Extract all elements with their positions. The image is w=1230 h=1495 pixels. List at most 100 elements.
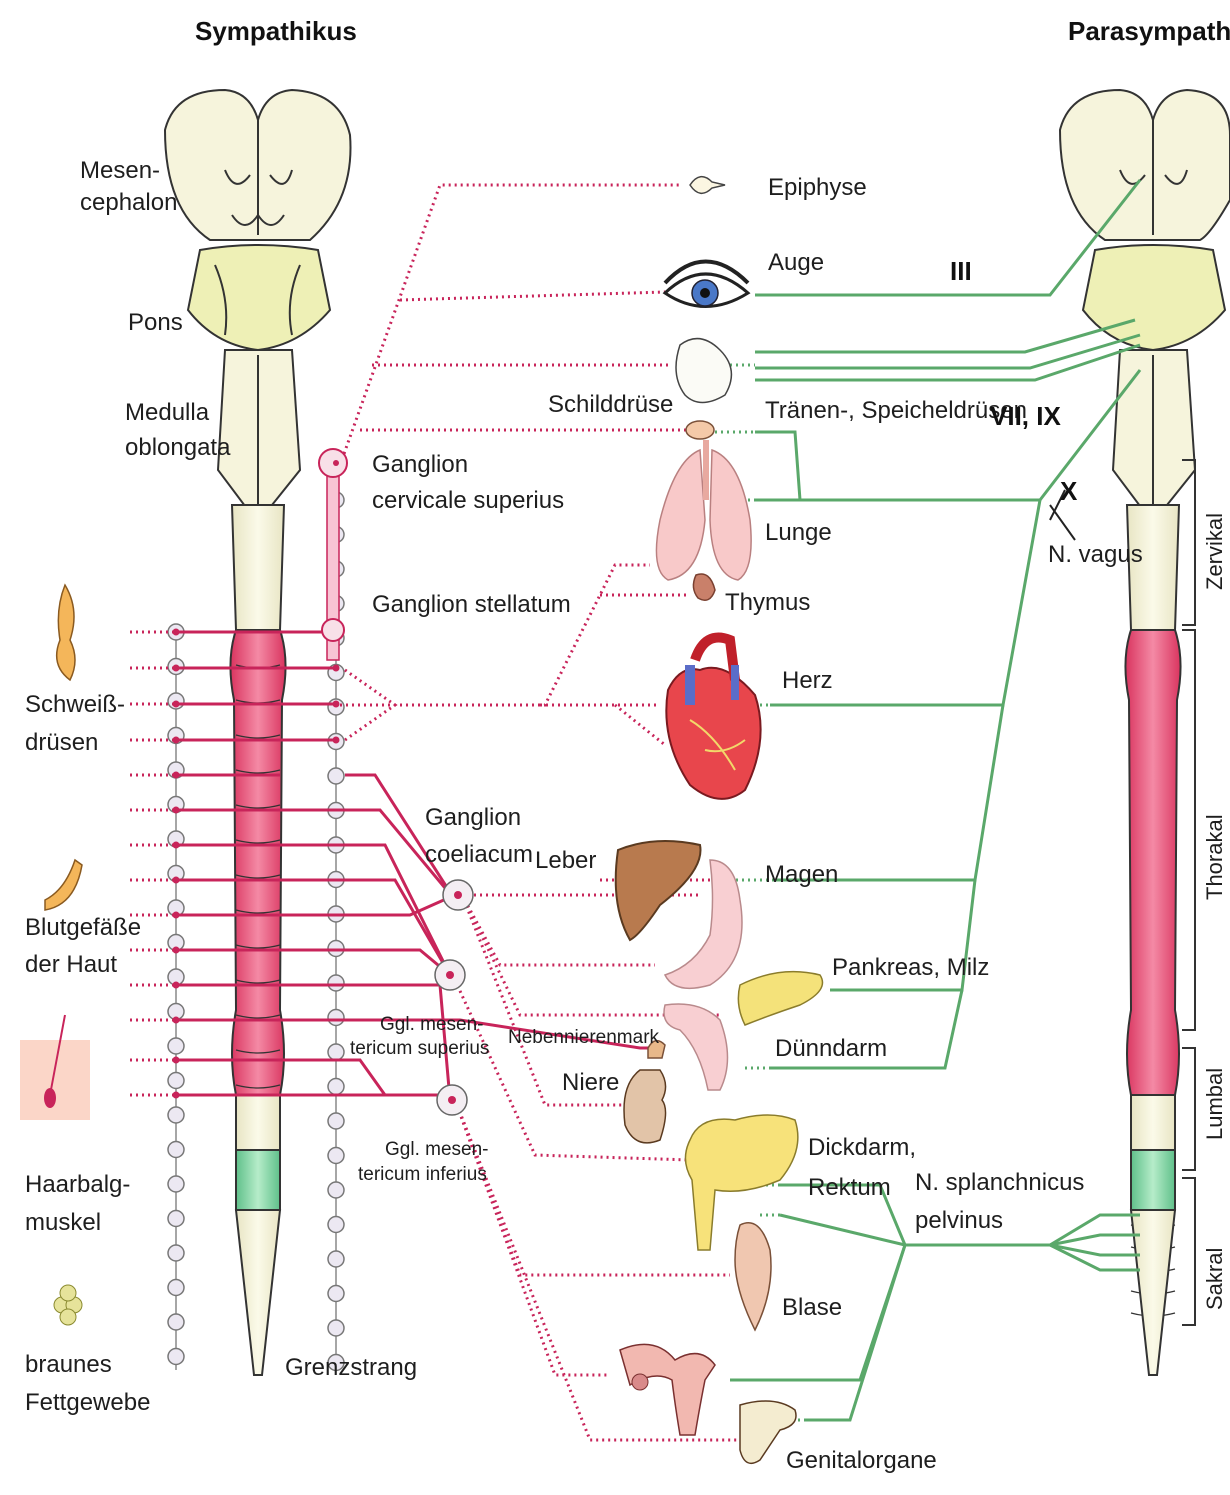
- label-niere: Niere: [562, 1069, 619, 1096]
- label-schilddruese: Schilddrüse: [548, 391, 673, 418]
- label-ggl-mes-sup-1: Ggl. mesen-: [380, 1014, 483, 1035]
- segment-zervikal: Zervikal: [1202, 513, 1227, 590]
- salivary-gland-shape: [676, 339, 731, 403]
- grenzstrang-chain-node: [328, 1182, 344, 1198]
- grenzstrang-chain-node: [328, 1217, 344, 1233]
- label-schweiss-1: Schweiß-: [25, 691, 125, 718]
- ganglion-mesentericum-superius: [435, 960, 465, 990]
- label-ggl-mes-sup-2: tericum superius: [350, 1038, 489, 1059]
- label-blut-2: der Haut: [25, 951, 117, 978]
- segment-lumbal: Lumbal: [1202, 1068, 1227, 1140]
- label-ganglion-cervicale-1: Ganglion: [372, 451, 468, 478]
- hair-follicle-icon: [20, 1015, 90, 1120]
- prevertebral-chain-node: [168, 1176, 184, 1192]
- grenzstrang-chain-node: [328, 975, 344, 991]
- grenzstrang-chain-node: [328, 768, 344, 784]
- label-fett-2: Fettgewebe: [25, 1389, 150, 1416]
- small-intestine-shape: [664, 1004, 728, 1090]
- synapse-dot: [173, 842, 180, 849]
- ganglion-coeliacum: [443, 880, 473, 910]
- label-ganglion-coeliacum-1: Ganglion: [425, 804, 521, 831]
- grenzstrang-chain-node: [328, 1010, 344, 1026]
- label-blase: Blase: [782, 1294, 842, 1321]
- label-pons: Pons: [128, 309, 183, 336]
- kidney-shape: [624, 1070, 666, 1143]
- heart-shape: [666, 638, 760, 799]
- label-dickdarm-2: Rektum: [808, 1174, 891, 1201]
- synapse-dot: [173, 629, 180, 636]
- right-brainstem: [1060, 90, 1230, 510]
- eye-shape: [665, 262, 748, 307]
- synapse-dot: [173, 1092, 180, 1099]
- label-haar-1: Haarbalg-: [25, 1171, 130, 1198]
- prevertebral-chain: [168, 624, 184, 1370]
- synapse-dot: [173, 737, 180, 744]
- synapse-dot: [173, 912, 180, 919]
- label-ggl-mes-inf-2: tericum inferius: [358, 1164, 487, 1185]
- prevertebral-chain-node: [168, 1314, 184, 1330]
- label-nerve-x: X: [1060, 476, 1078, 506]
- prevertebral-chain-node: [168, 1107, 184, 1123]
- label-pankreas: Pankreas, Milz: [832, 954, 989, 981]
- sweat-gland-icon: [57, 585, 75, 680]
- prevertebral-chain-node: [168, 1280, 184, 1296]
- segment-sakral: Sakral: [1202, 1248, 1227, 1310]
- grenzstrang-chain-node: [328, 1286, 344, 1302]
- label-lunge: Lunge: [765, 519, 832, 546]
- label-nebennierenmark: Nebennierenmark: [508, 1027, 660, 1048]
- grenzstrang-chain-node: [328, 1079, 344, 1095]
- ganglion-stellatum: [322, 619, 344, 641]
- blood-vessel-icon: [45, 860, 82, 910]
- grenzstrang-chain-node: [328, 1251, 344, 1267]
- label-n-vagus: N. vagus: [1048, 541, 1143, 568]
- synapse-dot: [333, 665, 340, 672]
- label-thymus: Thymus: [725, 589, 810, 616]
- label-nerve-iii: III: [950, 256, 972, 286]
- synapse-dot: [173, 701, 180, 708]
- prevertebral-chain-node: [168, 1211, 184, 1227]
- label-mesencephalon-2: cephalon: [80, 189, 177, 216]
- label-ganglion-cervicale-2: cervicale superius: [372, 487, 564, 514]
- label-haar-2: muskel: [25, 1209, 101, 1236]
- liver-shape: [616, 841, 701, 940]
- synapse-dot: [173, 665, 180, 672]
- label-ganglion-stellatum: Ganglion stellatum: [372, 591, 571, 618]
- label-ganglion-coeliacum-2: coeliacum: [425, 841, 533, 868]
- label-duenndarm: Dünndarm: [775, 1035, 887, 1062]
- label-ggl-mes-inf-1: Ggl. mesen-: [385, 1139, 488, 1160]
- synapse-dot: [173, 772, 180, 779]
- parasympathikus-title: Parasympathikus: [1068, 16, 1230, 46]
- synapse-dot: [333, 737, 340, 744]
- label-leber: Leber: [535, 847, 596, 874]
- left-spinal-cord: [230, 505, 285, 1375]
- label-dickdarm-1: Dickdarm,: [808, 1134, 916, 1161]
- parasympathetic-lines: [700, 180, 1140, 1420]
- synapse-dot: [173, 1057, 180, 1064]
- label-auge: Auge: [768, 249, 824, 276]
- ganglion-cervicale-superius: [319, 449, 347, 477]
- vagus-tick-2: [1050, 505, 1075, 540]
- synapse-dot: [333, 701, 340, 708]
- prevertebral-chain-node: [168, 1073, 184, 1089]
- thymus-shape: [693, 574, 715, 600]
- label-blut-1: Blutgefäße: [25, 914, 141, 941]
- epiphyse-shape: [690, 177, 725, 194]
- brown-fat-icon: [54, 1285, 82, 1325]
- label-schweiss-2: drüsen: [25, 729, 98, 756]
- grenzstrang-chain-node: [328, 1320, 344, 1336]
- label-n-splanchnicus-1: N. splanchnicus: [915, 1169, 1084, 1196]
- prevertebral-chain-node: [168, 1349, 184, 1365]
- thyroid-shape: [686, 421, 714, 439]
- prevertebral-chain-node: [168, 1245, 184, 1261]
- grenzstrang-chain-node: [328, 1148, 344, 1164]
- label-medulla-2: oblongata: [125, 434, 231, 461]
- grenzstrang-chain-node: [328, 1044, 344, 1060]
- label-herz: Herz: [782, 667, 833, 694]
- label-medulla-1: Medulla: [125, 399, 210, 426]
- label-genitalorgane: Genitalorgane: [786, 1447, 937, 1474]
- right-spinal-cord: [1125, 505, 1180, 1375]
- label-grenzstrang: Grenzstrang: [285, 1354, 417, 1381]
- label-epiphyse: Epiphyse: [768, 174, 867, 201]
- prevertebral-chain-node: [168, 1038, 184, 1054]
